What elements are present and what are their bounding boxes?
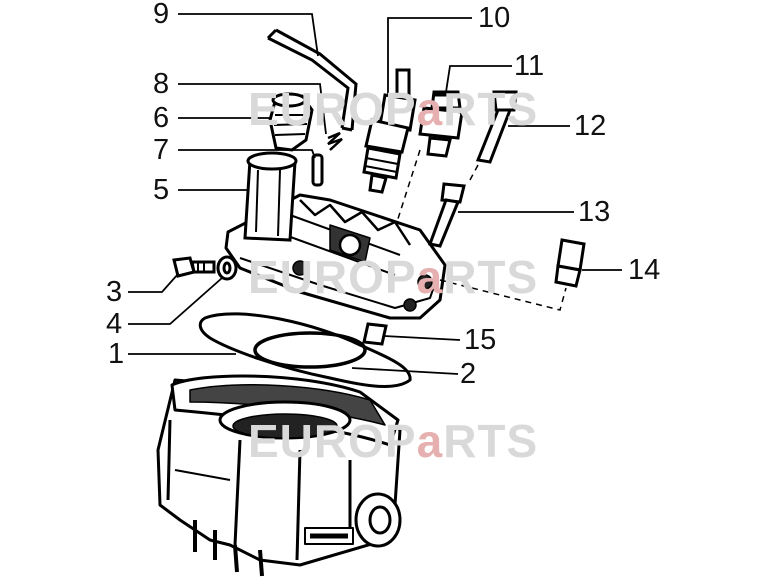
- callout-3: 3: [106, 276, 123, 308]
- leader-lines: [128, 13, 622, 375]
- callout-12: 12: [574, 110, 607, 142]
- leader-7: [178, 149, 316, 159]
- callout-14: 14: [628, 254, 661, 286]
- stud-part: [554, 238, 586, 288]
- leader-2: [351, 367, 459, 375]
- callout-15: 15: [464, 324, 497, 356]
- long-bolt-part: [475, 90, 518, 164]
- callout-5: 5: [153, 174, 170, 206]
- leader-3: [128, 273, 179, 293]
- callout-11: 11: [514, 50, 545, 82]
- washer-part: [216, 255, 238, 281]
- leader-4: [128, 277, 223, 325]
- callout-8: 8: [153, 68, 170, 100]
- alignment-dashes: [395, 149, 567, 311]
- o-ring-part: [253, 331, 367, 369]
- callout-13: 13: [578, 196, 611, 228]
- spark-plug-part: [362, 68, 417, 194]
- watermark-3: EUROPaRTS: [248, 415, 539, 467]
- leader-15: [383, 335, 461, 341]
- watermark-2: EUROPaRTS: [248, 251, 539, 303]
- callout-7: 7: [153, 134, 170, 166]
- callout-2: 2: [460, 358, 477, 390]
- spring-part: [327, 131, 343, 151]
- thermostat-part: [268, 92, 314, 152]
- dowel-part: [362, 322, 388, 346]
- callout-4: 4: [106, 308, 123, 340]
- watermark-1: EUROPaRTS: [248, 83, 539, 135]
- cylinder-part: [156, 374, 402, 577]
- hex-bolt-part: [172, 256, 216, 278]
- callout-9: 9: [153, 0, 170, 30]
- leader-9: [178, 13, 319, 57]
- pin-part: [311, 153, 324, 187]
- leader-8: [178, 83, 327, 135]
- short-bolt-part: [427, 182, 466, 248]
- leader-11: [445, 65, 512, 93]
- thermostat-housing-part: [243, 151, 298, 242]
- leader-10: [387, 17, 472, 96]
- callout-1: 1: [108, 338, 125, 370]
- callout-6: 6: [153, 102, 170, 134]
- callout-10: 10: [478, 2, 511, 34]
- temperature-sender-part: [418, 90, 464, 158]
- hose-part: [266, 28, 358, 132]
